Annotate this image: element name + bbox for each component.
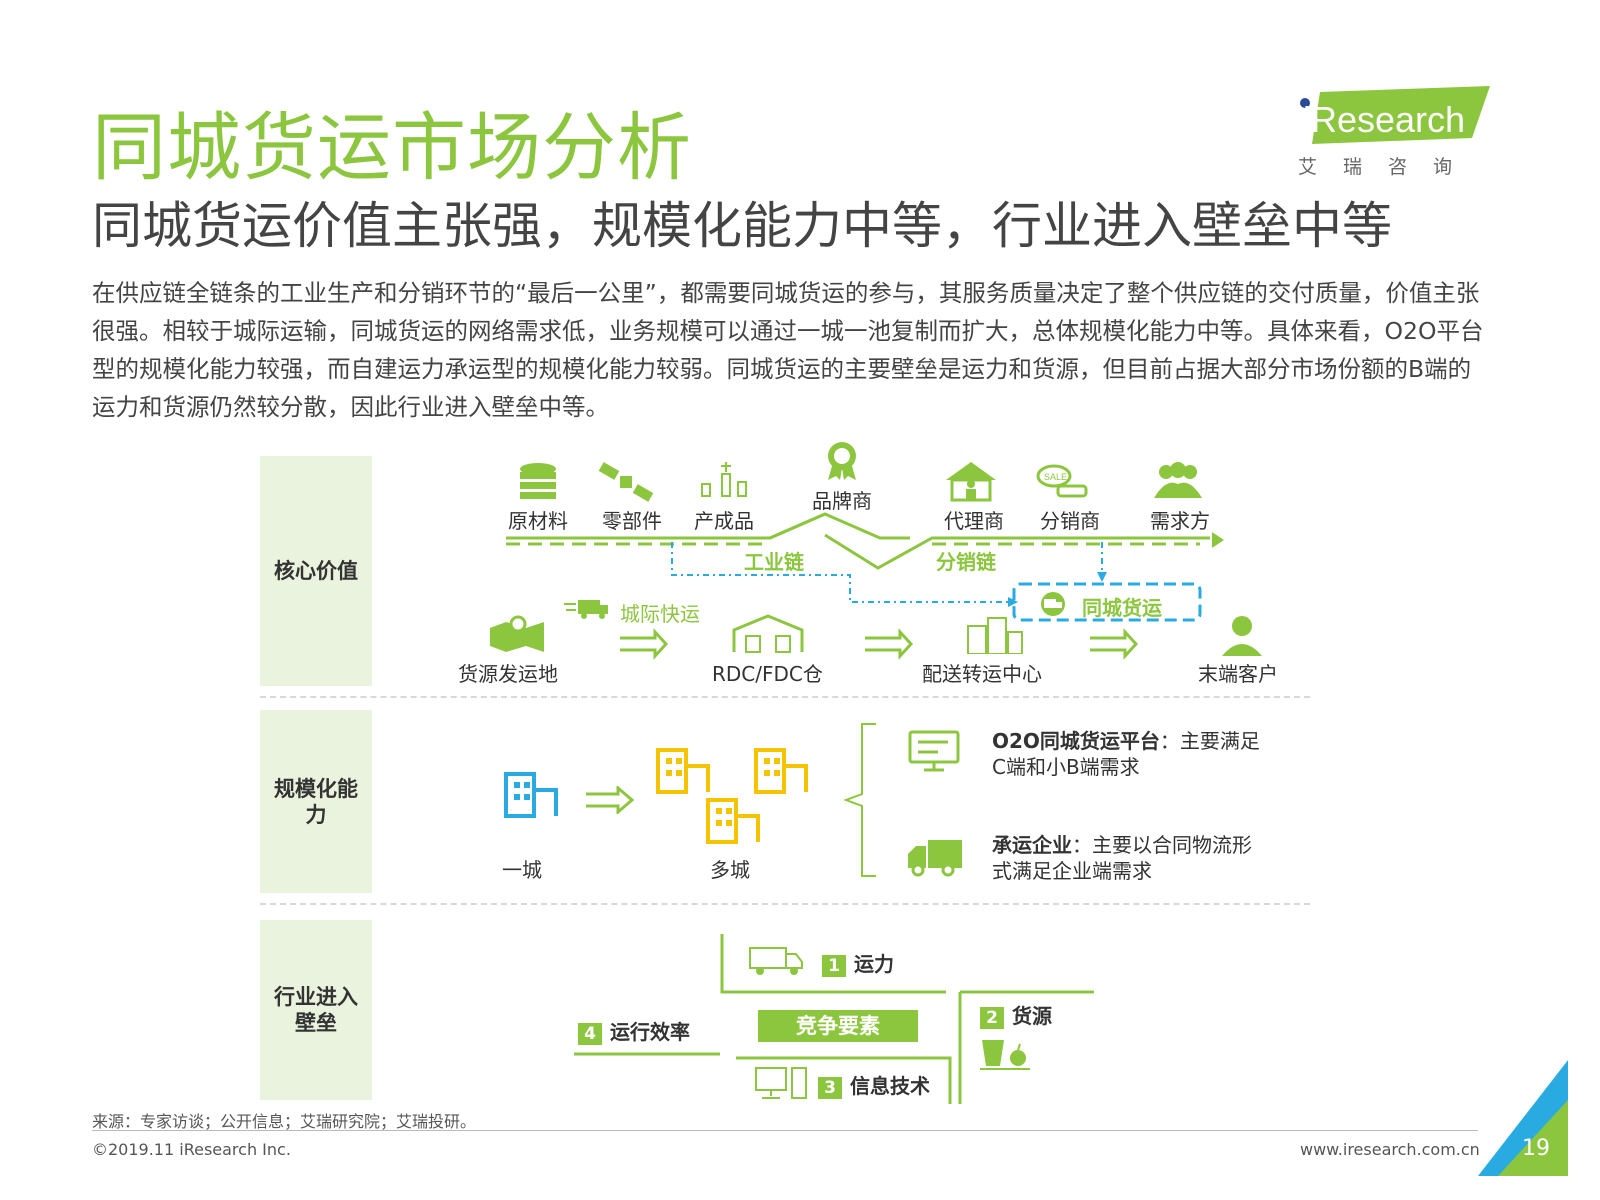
carrier-desc-line2: 式满足企业端需求 — [992, 859, 1152, 883]
barrier-label: 信息技术 — [850, 1074, 930, 1098]
carrier-title: 承运企业 — [992, 833, 1072, 857]
chain-product-label: 产成品 — [694, 509, 754, 533]
divider — [260, 903, 1310, 905]
section-scale-label: 规模化能 力 — [274, 777, 358, 827]
barrier-label: 货源 — [1012, 1004, 1052, 1028]
truck-icon — [908, 840, 962, 877]
barrier-frame-line — [720, 934, 946, 994]
building-yellow-icon — [656, 748, 710, 794]
carrier-desc-line1: ：主要以合同物流形 — [1072, 833, 1252, 857]
house-agent-icon — [946, 462, 996, 502]
o2o-description: O2O同城货运平台：主要满足 C端和小B端需求 — [992, 728, 1260, 780]
award-ribbon-icon — [828, 442, 856, 480]
section-core-value: 核心价值 — [260, 456, 372, 686]
page-subtitle: 同城货运价值主张强，规模化能力中等，行业进入壁垒中等 — [92, 197, 1392, 255]
computer-icon — [755, 1067, 807, 1099]
barrier-item-it: 3 信息技术 — [818, 1070, 930, 1099]
building-yellow-icon — [706, 798, 760, 844]
section-scale: 规模化能 力 — [260, 710, 372, 893]
sale-tag-icon: SALE — [1036, 464, 1088, 498]
monitor-icon — [908, 730, 960, 772]
flow-rdc-label: RDC/FDC仓 — [712, 662, 823, 686]
competition-box — [758, 1010, 918, 1042]
flow-origin-label: 货源发运地 — [458, 662, 558, 686]
delivery-van-icon — [1041, 592, 1065, 616]
page-title: 同城货运市场分析 — [92, 105, 692, 191]
chain-demand-label: 需求方 — [1150, 509, 1210, 533]
barrier-num: 4 — [578, 1022, 602, 1045]
building-blue-icon — [504, 772, 558, 818]
section-core-value-label: 核心价值 — [274, 559, 358, 583]
logo-subtitle: 艾瑞咨询 — [1298, 156, 1479, 178]
barrier-num: 1 — [822, 954, 846, 977]
flow-arrow — [865, 628, 914, 660]
website-url: www.iresearch.com.cn — [1300, 1140, 1480, 1159]
chain-distributor-label: 分销商 — [1040, 509, 1100, 533]
barrier-num: 2 — [980, 1006, 1004, 1029]
fast-truck-icon — [564, 600, 608, 619]
logo-text: iResearch — [1303, 99, 1465, 140]
map-pin-icon — [490, 615, 544, 652]
building-yellow-icon — [754, 748, 808, 794]
truck-outline-icon — [749, 947, 803, 975]
buildings-icon — [967, 617, 1023, 654]
chess-pieces-icon — [701, 462, 747, 497]
page-number: 19 — [1522, 1136, 1550, 1161]
barrier-frame-line — [736, 1056, 952, 1104]
competition-label: 竞争要素 — [796, 1014, 880, 1038]
o2o-desc-line2: C端和小B端需求 — [992, 755, 1140, 779]
multi-city-label: 多城 — [710, 858, 750, 882]
o2o-desc-line1: ：主要满足 — [1159, 729, 1260, 753]
summary-paragraph: 在供应链全链条的工业生产和分销环节的“最后一公里”，都需要同城货运的参与，其服务… — [92, 279, 1484, 421]
customer-icon — [1222, 616, 1262, 656]
section-barrier: 行业进入 壁垒 — [260, 920, 372, 1100]
divider — [260, 696, 1310, 698]
copyright: ©2019.11 iResearch Inc. — [92, 1140, 291, 1159]
cup-apple-icon — [980, 1040, 1030, 1070]
chain-agent-label: 代理商 — [944, 509, 1004, 533]
corner-decoration — [1478, 1060, 1568, 1176]
footer-divider — [92, 1130, 1478, 1131]
intercity-express-label: 城际快运 — [620, 602, 700, 626]
source-note: 来源：专家访谈；公开信息；艾瑞研究院；艾瑞投研。 — [92, 1112, 477, 1131]
industry-chain-label: 工业链 — [744, 550, 804, 574]
barrier-label: 运力 — [854, 952, 894, 976]
one-city-label: 一城 — [502, 858, 542, 882]
o2o-title: O2O同城货运平台 — [992, 729, 1160, 753]
flow-center-label: 配送转运中心 — [922, 662, 1042, 686]
distribution-chain-label: 分销链 — [936, 550, 996, 574]
arrow-right-icon — [586, 786, 635, 814]
barrier-item-source: 2 货源 — [980, 1000, 1052, 1029]
chain-parts-label: 零部件 — [602, 509, 662, 533]
flow-arrow — [1090, 628, 1139, 660]
barrier-num: 3 — [818, 1076, 842, 1099]
chain-brand-label: 品牌商 — [812, 489, 872, 513]
carrier-description: 承运企业：主要以合同物流形 式满足企业端需求 — [992, 832, 1252, 884]
flow-customer-label: 末端客户 — [1198, 662, 1278, 686]
users-group-icon — [1154, 462, 1202, 498]
distribution-chain-line — [824, 533, 1210, 570]
svg-text:SALE: SALE — [1044, 472, 1067, 482]
barrier-diagram — [574, 934, 1094, 1104]
section-barrier-label: 行业进入 壁垒 — [274, 985, 358, 1035]
barrier-item-efficiency: 4 运行效率 — [578, 1016, 690, 1045]
chain-raw-label: 原材料 — [508, 509, 568, 533]
warehouse-icon — [732, 614, 804, 653]
city-freight-label: 同城货运 — [1082, 596, 1162, 620]
database-icon — [520, 463, 556, 499]
brace — [843, 723, 876, 877]
barrier-label: 运行效率 — [610, 1020, 690, 1044]
satellite-icon — [598, 462, 654, 502]
iresearch-logo: iResearch — [1300, 86, 1490, 144]
core-value-diagram — [506, 512, 1224, 660]
flow-arrow — [620, 628, 669, 660]
chain-arrow-head — [1212, 532, 1224, 548]
barrier-item-capacity: 1 运力 — [822, 948, 894, 977]
